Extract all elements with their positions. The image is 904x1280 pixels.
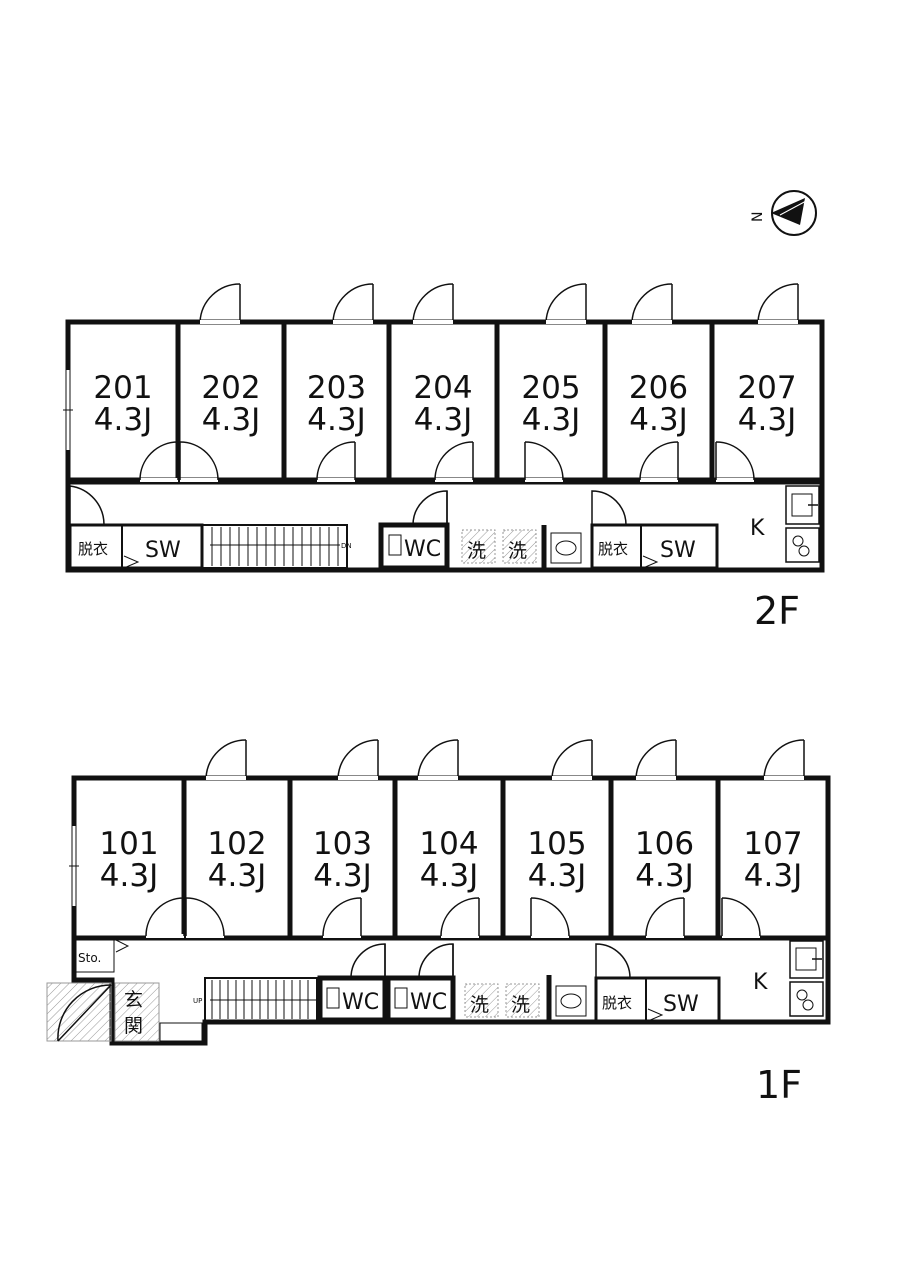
room-size: 4.3J	[307, 402, 365, 438]
room-size: 4.3J	[208, 858, 266, 894]
door-icon	[757, 283, 799, 324]
kitchen-label: K	[753, 970, 768, 995]
door-icon	[440, 897, 480, 938]
room-number: 207	[737, 370, 796, 406]
shower-label: SW	[660, 538, 696, 563]
stairs-direction-label: UP	[193, 997, 202, 1005]
room-number: 203	[307, 370, 366, 406]
room-number: 101	[99, 826, 158, 862]
stairs-direction-label: DN	[341, 542, 352, 550]
door-icon	[530, 897, 570, 938]
room-size: 4.3J	[738, 402, 796, 438]
door-icon	[715, 441, 755, 482]
room-size: 4.3J	[522, 402, 580, 438]
door-icon	[639, 441, 679, 482]
door-icon	[179, 441, 219, 482]
compass-north-label: N	[750, 212, 766, 222]
room-number: 103	[313, 826, 372, 862]
washing-machine-label: 洗	[470, 994, 489, 1016]
door-icon	[337, 739, 379, 780]
shower-label: SW	[663, 992, 699, 1017]
door-icon	[524, 441, 564, 482]
room-number: 102	[207, 826, 266, 862]
room-number: 107	[743, 826, 802, 862]
door-icon	[199, 283, 241, 324]
door-icon	[635, 739, 677, 780]
room-number: 104	[419, 826, 478, 862]
room-size: 4.3J	[635, 858, 693, 894]
floor-label: 2F	[754, 589, 800, 633]
door-icon	[645, 897, 685, 938]
door-icon	[332, 283, 374, 324]
room-size: 4.3J	[202, 402, 260, 438]
room-size: 4.3J	[420, 858, 478, 894]
door-icon	[412, 283, 454, 324]
shower-label: SW	[145, 538, 181, 563]
room-size: 4.3J	[313, 858, 371, 894]
room-number: 106	[635, 826, 694, 862]
storage-label: Sto.	[78, 951, 101, 965]
room-number: 206	[629, 370, 688, 406]
room-size: 4.3J	[744, 858, 802, 894]
wc-label: WC	[404, 537, 441, 562]
wc-label: WC	[410, 990, 447, 1015]
door-icon	[185, 897, 225, 938]
door-icon	[417, 739, 459, 780]
washing-machine-label: 洗	[467, 540, 486, 562]
room-size: 4.3J	[629, 402, 687, 438]
dressing-room-label: 脱衣	[598, 540, 628, 558]
door-icon	[145, 897, 185, 938]
door-icon	[434, 441, 474, 482]
room-number: 201	[93, 370, 152, 406]
dressing-room-label: 脱衣	[78, 540, 108, 558]
door-icon	[551, 739, 593, 780]
room-number: 205	[521, 370, 580, 406]
wc-label: WC	[342, 990, 379, 1015]
dressing-room-label: 脱衣	[602, 994, 632, 1012]
door-icon	[322, 897, 362, 938]
entrance-label-line2: 関	[124, 1015, 143, 1037]
entrance-label-line1: 玄	[124, 989, 143, 1011]
door-icon	[763, 739, 805, 780]
stairs: DN	[201, 524, 352, 569]
room-size: 4.3J	[414, 402, 472, 438]
room-size: 4.3J	[100, 858, 158, 894]
washing-machine-label: 洗	[508, 540, 527, 562]
floor-2f: 2014.3J2024.3J2034.3J2044.3J2054.3J2064.…	[63, 283, 825, 633]
floor-1f: 1014.3J1024.3J1034.3J1044.3J1054.3J1064.…	[46, 739, 831, 1107]
kitchen-label: K	[750, 516, 765, 541]
door-icon	[139, 441, 179, 482]
washing-machine-label: 洗	[511, 994, 530, 1016]
room-size: 4.3J	[528, 858, 586, 894]
room-number: 202	[201, 370, 260, 406]
door-icon	[316, 441, 356, 482]
door-icon	[721, 897, 761, 938]
door-icon	[631, 283, 673, 324]
door-icon	[545, 283, 587, 324]
stairs: UP	[193, 977, 318, 1022]
room-number: 105	[527, 826, 586, 862]
compass-icon: N	[750, 190, 817, 236]
door-icon	[205, 739, 247, 780]
room-number: 204	[413, 370, 472, 406]
room-size: 4.3J	[94, 402, 152, 438]
floor-label: 1F	[756, 1063, 802, 1107]
